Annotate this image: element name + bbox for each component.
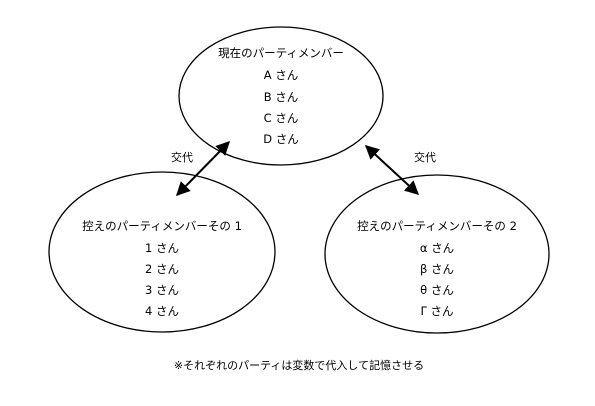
footnote: ※それぞれのパーティは変数で代入して記憶させる xyxy=(174,358,424,372)
reserve-party-2-member: Γ さん xyxy=(420,304,453,318)
current-party-member: B さん xyxy=(264,90,299,104)
reserve-party-2-title: 控えのパーティメンバーその 2 xyxy=(357,219,517,233)
swap-label-left: 交代 xyxy=(171,150,193,164)
reserve-party-1-ellipse xyxy=(48,171,276,333)
swap-label-right: 交代 xyxy=(414,150,436,164)
reserve-party-1-title: 控えのパーティメンバーその 1 xyxy=(82,219,242,233)
current-party-member: C さん xyxy=(264,111,299,125)
reserve-party-1-member: 4 さん xyxy=(145,304,179,318)
reserve-party-2-member: θ さん xyxy=(420,283,454,297)
reserve-party-2-node: 控えのパーティメンバーその 2 α さん β さん θ さん Γ さん xyxy=(324,174,550,334)
current-party-title: 現在のパーティメンバー xyxy=(218,46,344,60)
reserve-party-1-member: 2 さん xyxy=(145,262,179,276)
swap-arrow-left xyxy=(176,141,230,196)
reserve-party-2-member: α さん xyxy=(420,241,454,255)
current-party-node: 現在のパーティメンバー A さん B さん C さん D さん xyxy=(178,26,384,166)
current-party-member: D さん xyxy=(263,132,299,146)
swap-arrow-right xyxy=(364,145,420,195)
reserve-party-1-node: 控えのパーティメンバーその 1 1 さん 2 さん 3 さん 4 さん xyxy=(48,171,276,333)
reserve-party-2-ellipse xyxy=(324,174,550,334)
current-party-ellipse xyxy=(178,26,384,166)
reserve-party-1-member: 3 さん xyxy=(145,283,179,297)
reserve-party-1-member: 1 さん xyxy=(145,241,179,255)
current-party-member: A さん xyxy=(264,68,299,82)
reserve-party-2-member: β さん xyxy=(420,262,454,276)
